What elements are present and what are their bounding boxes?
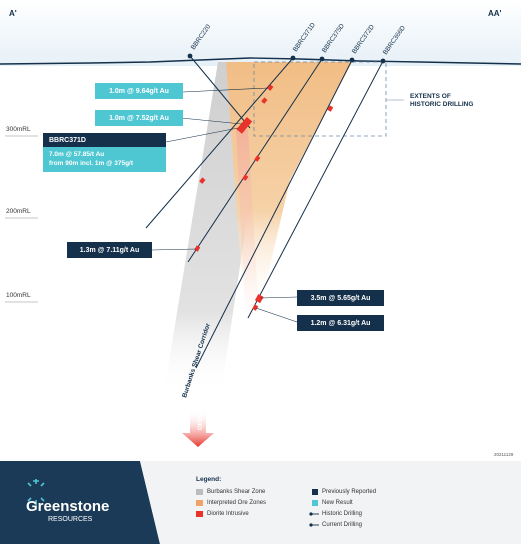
intercept-label: 1.0m @ 7.52g/t Au: [95, 110, 183, 126]
brand-sub: RESOURCES: [48, 516, 93, 523]
leader-line: [165, 127, 239, 143]
legend-item: Historic Drilling: [322, 511, 363, 517]
legend-item: Interpreted Ore Zones: [207, 500, 267, 506]
diorite-intrusive: [236, 130, 258, 330]
intercept-marker: [267, 84, 274, 91]
bbrc371d-callout: BBRC371D 7.0m @ 57.85/t Au from 90m incl…: [43, 133, 166, 172]
interpreted-ore-zone: [226, 62, 352, 310]
legend-item: Current Drilling: [322, 522, 363, 528]
leader-line: [151, 248, 197, 251]
greenstone-logo-icon: [27, 479, 45, 505]
leader-line: [260, 296, 298, 299]
drill-trace-bbrc366d: [247, 60, 384, 319]
intercept-marker: [252, 304, 259, 311]
intercept-label: 1.3m @ 7.11g/t Au: [67, 242, 152, 258]
intercept-marker: [327, 105, 334, 112]
leader-line: [182, 87, 269, 93]
legend-historic-drilling-icon: [309, 512, 319, 516]
brand-name: Greenstone: [26, 498, 110, 515]
collar-bbrc375d: [319, 56, 325, 62]
intercept-marker: [261, 97, 268, 104]
drill-trace-bbrc372d: [195, 59, 353, 369]
legend-item: Diorite Intrusive: [207, 511, 249, 517]
legend-swatch-diorite: [196, 511, 203, 517]
intercept-marker: [194, 245, 201, 252]
collar-bbrc372d: [349, 57, 355, 63]
legend-title: Legend:: [196, 476, 222, 483]
legend-item: New Result: [322, 500, 353, 506]
collar-bbrc220: [187, 53, 193, 59]
open-label: OPEN: [198, 413, 204, 430]
collar-bbrc371d: [290, 55, 296, 61]
historic-drilling-label-2: HISTORIC DRILLING: [410, 101, 473, 108]
callout-line-1: 7.0m @ 57.85/t Au: [49, 151, 105, 158]
open-arrow: [182, 410, 214, 447]
sky-background: [0, 0, 521, 66]
callout-title: BBRC371D: [43, 133, 166, 147]
section-label-left: A': [9, 9, 17, 18]
section-drawing: 300mRL 200mRL 100mRL A' AA' EXTENTS OF H…: [0, 0, 521, 457]
intercept-label: 1.0m @ 9.64g/t Au: [95, 83, 183, 99]
legend-swatch-shear: [196, 489, 203, 495]
legend-swatch-previously-reported: [312, 489, 318, 495]
legend-swatch-ore: [196, 500, 203, 506]
collar-bbrc366d: [380, 58, 386, 64]
leader-line: [255, 307, 298, 323]
intercept-marker: [242, 174, 249, 181]
ground-surface: [0, 57, 521, 65]
brand-panel: [0, 461, 160, 544]
intercept-label: 1.2m @ 6.31g/t Au: [297, 315, 384, 331]
intercept-marker: [199, 177, 206, 184]
drill-trace-bbrc371d: [145, 57, 294, 229]
intercept-marker: [254, 155, 261, 162]
intercept-marker-bbrc371d: [236, 116, 253, 134]
intercept-label: 3.5m @ 5.65g/t Au: [297, 290, 384, 306]
legend-panel: [140, 461, 521, 544]
drill-trace-bbrc375d: [187, 58, 323, 263]
legend-swatch-new-result: [312, 500, 318, 506]
footer-drawing: [0, 461, 521, 544]
legend-current-drilling-icon: [309, 523, 319, 527]
section-label-right: AA': [488, 9, 502, 18]
rl-label-200: 200mRL: [6, 208, 31, 215]
callout-body: 7.0m @ 57.85/t Au from 90m incl. 1m @ 37…: [43, 147, 166, 172]
leader-line: [180, 117, 243, 125]
historic-drilling-label-1: EXTENTS OF: [410, 93, 451, 100]
legend-item: Previously Reported: [322, 489, 377, 495]
intercept-marker: [254, 294, 264, 304]
rl-label-300: 300mRL: [6, 126, 31, 133]
rl-label-100: 100mRL: [6, 292, 31, 299]
drill-trace-bbrc220: [189, 55, 251, 129]
footer: Greenstone RESOURCES Legend: Burbanks Sh…: [0, 461, 521, 544]
callout-line-2: from 90m incl. 1m @ 375g/t: [49, 160, 134, 167]
date-code: 20211129: [494, 452, 514, 457]
legend-item: Burbanks Shear Zone: [207, 489, 266, 495]
